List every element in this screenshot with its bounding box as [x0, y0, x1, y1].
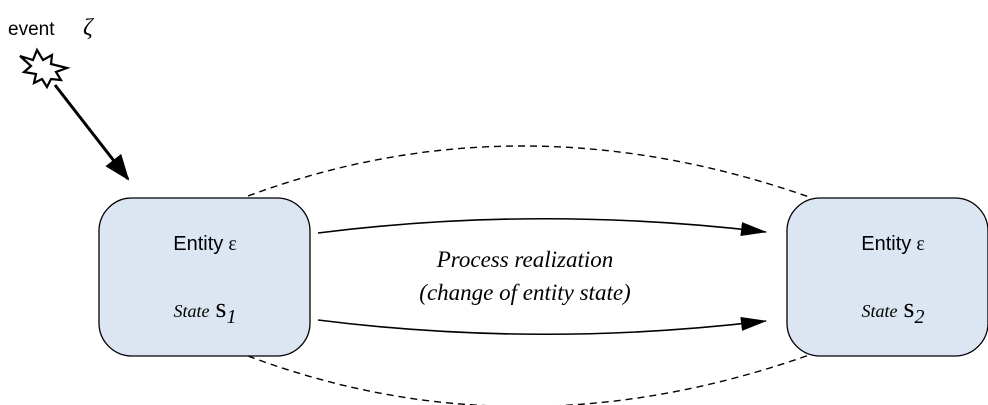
process-arrow-top [317, 217, 767, 236]
event-arrow [53, 84, 130, 181]
process-arrow-bottom [317, 317, 767, 336]
process-label-line2: (change of entity state) [419, 280, 630, 305]
event-symbol: ζ [83, 15, 95, 41]
explosion-icon [19, 47, 71, 90]
event-label: event [8, 19, 55, 40]
dashed-arc-top [247, 145, 813, 199]
dashed-arc-bottom [247, 353, 813, 405]
process-label-line1: Process realization [436, 247, 614, 272]
